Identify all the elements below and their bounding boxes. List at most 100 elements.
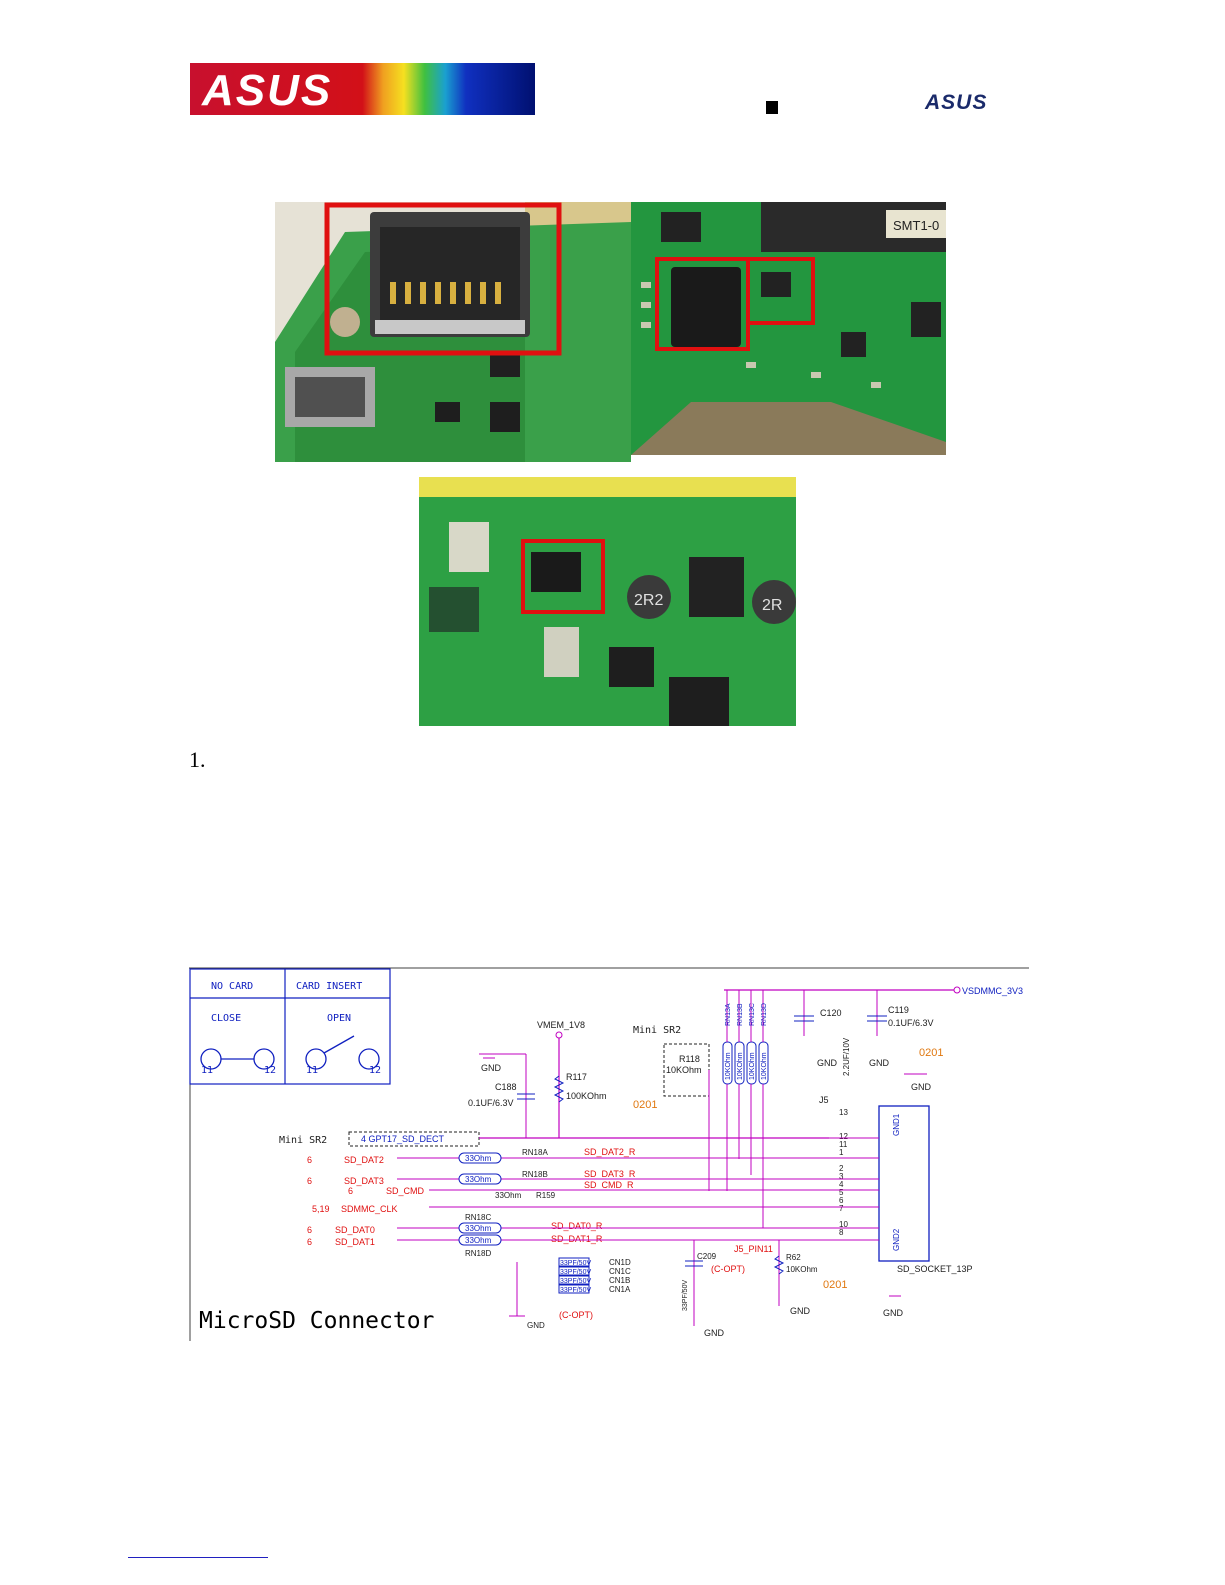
svg-text:4: 4 [839,1180,844,1189]
svg-text:RN13D: RN13D [761,1003,768,1026]
microsd-schematic: NO CARD CARD INSERT CLOSE OPEN 11 12 11 … [189,967,1029,1341]
svg-text:SD_DAT2_R: SD_DAT2_R [584,1147,636,1157]
schematic-title: MicroSD Connector [199,1308,434,1334]
svg-text:3: 3 [839,1172,844,1181]
svg-text:R118: R118 [679,1054,700,1064]
svg-text:10KOhm: 10KOhm [725,1052,732,1080]
svg-text:11: 11 [201,1065,213,1076]
svg-text:33Ohm: 33Ohm [465,1236,492,1245]
svg-text:11: 11 [306,1065,318,1076]
svg-text:10KOhm: 10KOhm [666,1065,702,1075]
svg-text:SDMMC_CLK: SDMMC_CLK [341,1204,398,1214]
svg-text:33PF/50V: 33PF/50V [560,1269,591,1276]
svg-text:C209: C209 [697,1252,717,1261]
svg-text:100KOhm: 100KOhm [566,1091,607,1101]
svg-text:SMT1-0: SMT1-0 [893,218,939,233]
svg-text:6: 6 [307,1237,312,1247]
svg-text:33PF/50V: 33PF/50V [560,1260,591,1267]
svg-text:SD_DAT0_R: SD_DAT0_R [551,1221,603,1231]
svg-text:SD_DAT1: SD_DAT1 [335,1237,375,1247]
svg-text:CN1C: CN1C [609,1267,631,1276]
svg-text:6: 6 [307,1155,312,1165]
svg-text:13: 13 [839,1108,848,1117]
svg-text:33Ohm: 33Ohm [465,1175,492,1184]
svg-text:0.1UF/6.3V: 0.1UF/6.3V [468,1098,514,1108]
svg-text:2R2: 2R2 [634,592,663,609]
svg-text:SD_DAT0: SD_DAT0 [335,1225,375,1235]
svg-text:1: 1 [839,1148,844,1157]
svg-text:11: 11 [839,1140,848,1149]
svg-text:GND: GND [817,1058,838,1068]
svg-text:12: 12 [839,1132,848,1141]
bullet-square [766,101,778,114]
svg-text:GND: GND [883,1308,904,1318]
svg-text:33PF/50V: 33PF/50V [560,1278,591,1285]
svg-text:RN18A: RN18A [522,1148,548,1157]
svg-text:SD_SOCKET_13P: SD_SOCKET_13P [897,1264,973,1274]
svg-text:Mini SR2: Mini SR2 [633,1025,681,1036]
table-state-close: CLOSE [211,1013,241,1024]
svg-text:GND: GND [911,1082,932,1092]
svg-text:R62: R62 [786,1253,801,1262]
table-header-card-insert: CARD INSERT [296,981,362,992]
svg-text:0.1UF/6.3V: 0.1UF/6.3V [888,1018,934,1028]
svg-text:RN18B: RN18B [522,1170,548,1179]
svg-text:6: 6 [307,1176,312,1186]
svg-text:10KOhm: 10KOhm [737,1052,744,1080]
svg-text:10KOhm: 10KOhm [749,1052,756,1080]
svg-text:GND: GND [790,1306,811,1316]
svg-text:Mini SR2: Mini SR2 [279,1135,327,1146]
svg-text:12: 12 [369,1065,381,1076]
footer-link-underline [128,1557,268,1558]
svg-text:CN1B: CN1B [609,1276,630,1285]
svg-text:RN13A: RN13A [725,1003,732,1026]
svg-text:0201: 0201 [919,1047,943,1059]
svg-text:VSDMMC_3V3: VSDMMC_3V3 [962,986,1023,996]
svg-text:8: 8 [839,1228,844,1237]
svg-text:4 GPT17_SD_DECT: 4 GPT17_SD_DECT [361,1134,445,1144]
svg-text:7: 7 [839,1204,844,1213]
svg-text:GND: GND [869,1058,890,1068]
svg-text:33PF/50V: 33PF/50V [560,1287,591,1294]
svg-text:5: 5 [839,1188,844,1197]
svg-text:5,19: 5,19 [312,1204,330,1214]
svg-text:GND2: GND2 [892,1228,901,1251]
pcb-photo-chip: SMT1-0 [631,202,946,455]
list-item-number: 1. [189,747,206,772]
svg-text:CN1D: CN1D [609,1258,631,1267]
svg-text:GND1: GND1 [892,1113,901,1136]
pcb-photo-sd-socket [275,202,631,462]
svg-text:ASUS: ASUS [924,91,987,112]
svg-text:33Ohm: 33Ohm [465,1224,492,1233]
svg-text:J5_PIN11: J5_PIN11 [734,1244,773,1254]
svg-text:2R: 2R [762,597,782,614]
svg-text:6: 6 [348,1186,353,1196]
svg-text:SD_DAT2: SD_DAT2 [344,1155,384,1165]
svg-text:SD_DAT3: SD_DAT3 [344,1176,384,1186]
svg-text:33Ohm: 33Ohm [495,1191,522,1200]
svg-text:33Ohm: 33Ohm [465,1154,492,1163]
svg-text:SD_CMD_R: SD_CMD_R [584,1180,634,1190]
svg-text:J5: J5 [819,1095,829,1105]
svg-text:C120: C120 [820,1008,842,1018]
svg-text:6: 6 [839,1196,844,1205]
svg-text:0201: 0201 [823,1279,847,1291]
svg-text:SD_DAT1_R: SD_DAT1_R [551,1234,603,1244]
svg-text:RN18C: RN18C [465,1213,491,1222]
svg-text:2: 2 [839,1164,844,1173]
svg-text:10: 10 [839,1220,848,1229]
svg-text:6: 6 [307,1225,312,1235]
pcb-photo-ic: 2R2 2R [419,477,796,726]
svg-text:GND: GND [481,1063,502,1073]
asus-banner-logo: ASUS [190,63,535,115]
svg-text:CN1A: CN1A [609,1285,631,1294]
svg-text:10KOhm: 10KOhm [761,1052,768,1080]
svg-text:VMEM_1V8: VMEM_1V8 [537,1020,585,1030]
svg-text:RN18D: RN18D [465,1249,491,1258]
svg-text:RN13B: RN13B [737,1003,744,1026]
svg-text:12: 12 [264,1065,276,1076]
svg-text:33PF/50V: 33PF/50V [682,1280,689,1311]
svg-text:2.2UF/10V: 2.2UF/10V [842,1037,851,1076]
svg-text:SD_DAT3_R: SD_DAT3_R [584,1169,636,1179]
card-state-table [189,968,391,1085]
